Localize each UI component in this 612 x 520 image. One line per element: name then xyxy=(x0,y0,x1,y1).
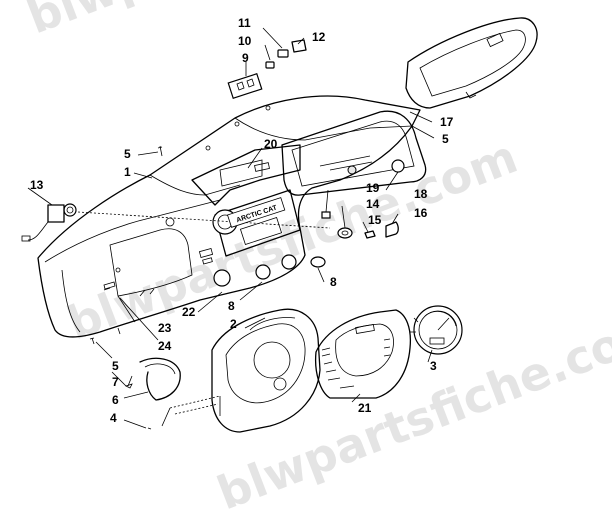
parts-diagram: blwpartsfiche.com blwpartsfiche.com blwp… xyxy=(20,0,612,520)
windshield-frame xyxy=(281,110,427,196)
callout-7: 7 xyxy=(112,375,119,389)
speedometer-gauge xyxy=(410,305,463,355)
callout-9: 9 xyxy=(242,51,249,65)
instrument-bezel xyxy=(161,308,321,433)
cup-bracket xyxy=(139,357,181,401)
callout-18: 18 xyxy=(414,187,428,201)
leader-lines xyxy=(27,27,435,429)
callout-17: 17 xyxy=(440,115,454,129)
visor-panel xyxy=(405,17,538,109)
callout-24: 24 xyxy=(158,339,172,353)
callout-3: 3 xyxy=(430,359,437,373)
callout-20: 20 xyxy=(264,137,278,151)
diagram-drawing: ARCTIC CAT xyxy=(21,17,538,433)
callout-10: 10 xyxy=(238,34,252,48)
dash-housing xyxy=(37,95,421,338)
callout-14: 14 xyxy=(366,197,380,211)
callout-2: 2 xyxy=(230,317,237,331)
callout-4: 4 xyxy=(110,411,117,425)
fasteners xyxy=(89,145,163,430)
callout-5-right: 5 xyxy=(442,132,449,146)
callout-8-right: 8 xyxy=(330,275,337,289)
ignition-switch xyxy=(21,203,77,242)
callout-23: 23 xyxy=(158,321,172,335)
callout-13: 13 xyxy=(30,178,44,192)
callout-19: 19 xyxy=(366,181,380,195)
side-switches xyxy=(310,159,405,268)
callout-15: 15 xyxy=(368,213,382,227)
gauge-decal xyxy=(314,309,412,399)
switch-block xyxy=(227,39,307,99)
callout-22: 22 xyxy=(182,305,196,319)
callout-12: 12 xyxy=(312,30,326,44)
callout-5-left: 5 xyxy=(112,359,119,373)
callout-1: 1 xyxy=(124,165,131,179)
callout-8-mid: 8 xyxy=(228,299,235,313)
callout-6: 6 xyxy=(112,393,119,407)
callout-16: 16 xyxy=(414,206,428,220)
callout-21: 21 xyxy=(358,401,372,415)
callout-5-top: 5 xyxy=(124,147,131,161)
callout-11: 11 xyxy=(238,16,251,30)
panel-badge: ARCTIC CAT xyxy=(227,197,286,228)
